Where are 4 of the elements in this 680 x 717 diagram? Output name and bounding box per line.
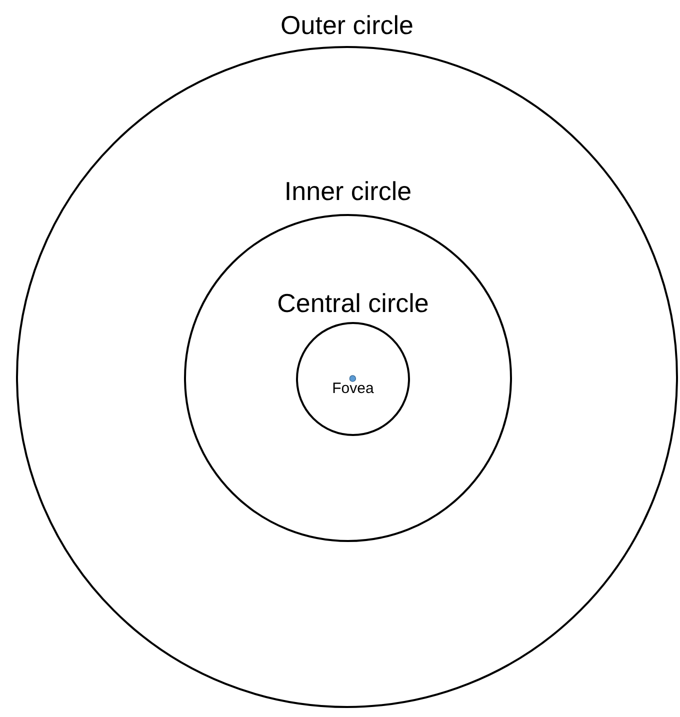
circle-label: Central circle — [277, 290, 429, 316]
fovea-label: Fovea — [332, 381, 374, 396]
circle-label: Outer circle — [280, 12, 414, 38]
circle-label: Inner circle — [284, 178, 412, 204]
